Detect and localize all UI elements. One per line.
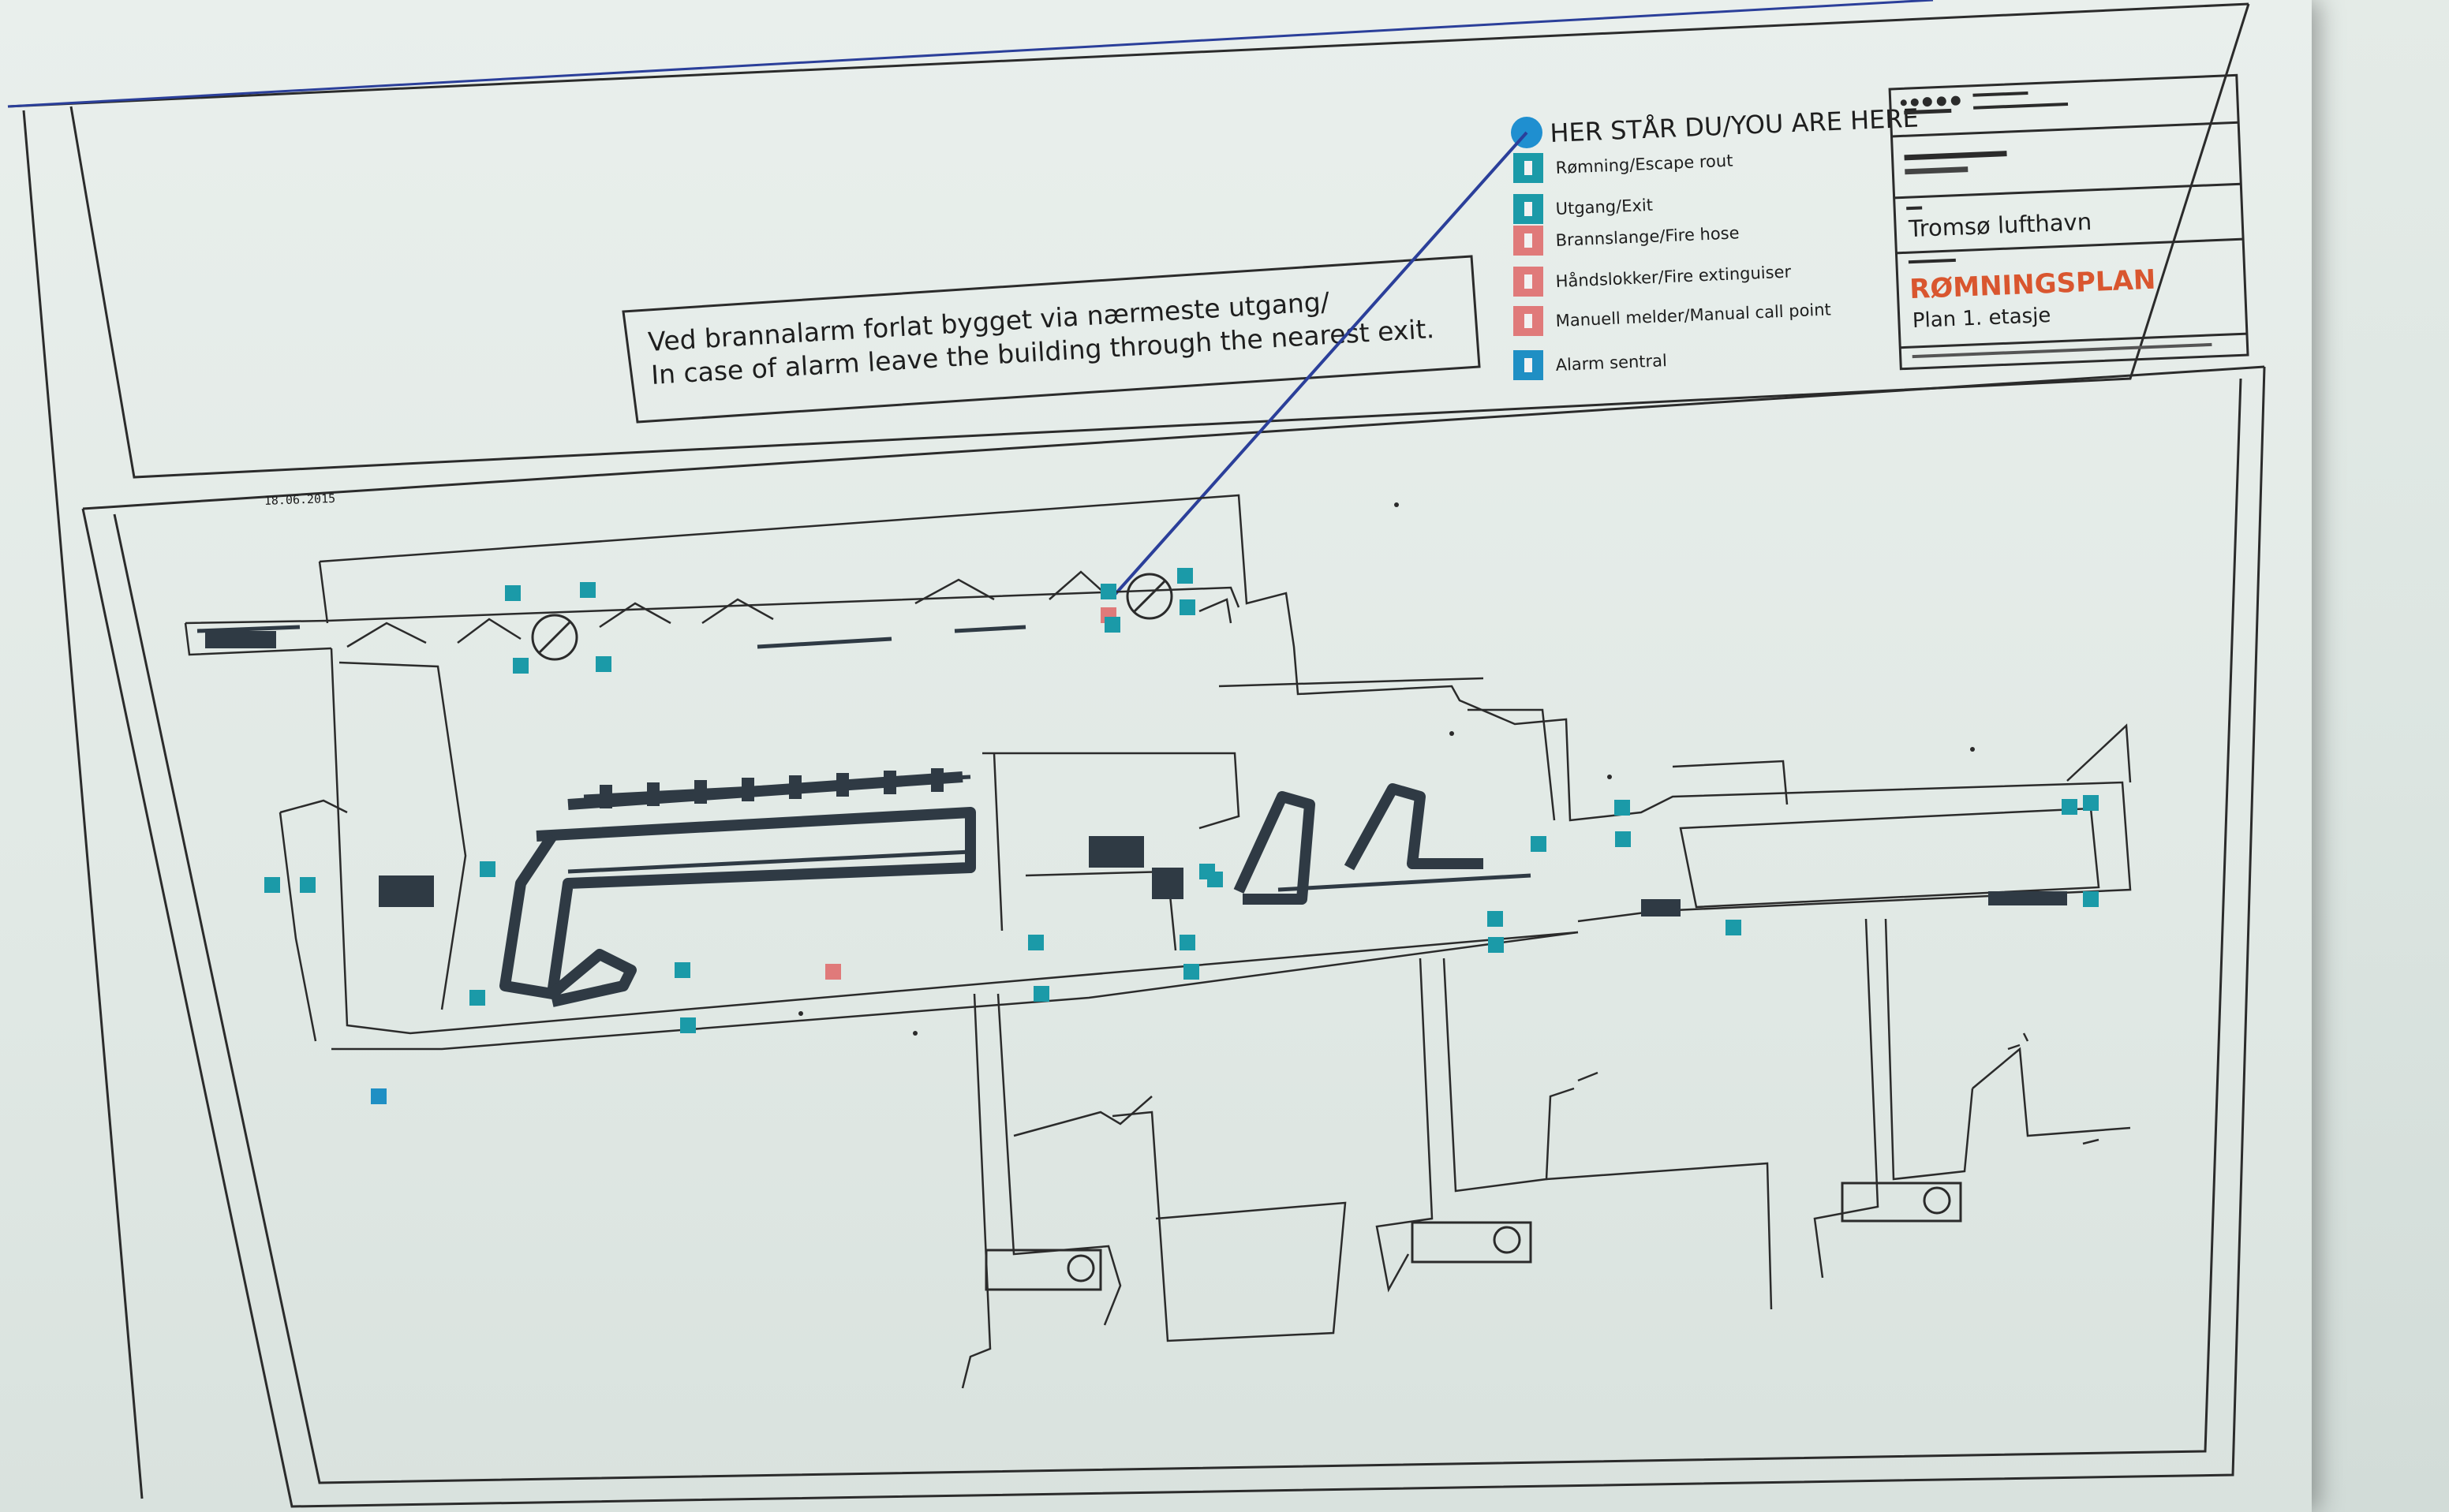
plan-title: RØMNINGSPLAN: [1909, 264, 2157, 305]
exit-marker: [1207, 872, 1223, 887]
exit-marker: [596, 656, 611, 672]
counter-blocks: [205, 631, 2067, 917]
legend-item-label: Utgang/Exit: [1555, 196, 1653, 218]
drawing-reference: 18.06.2015: [264, 491, 336, 508]
exit-marker: [1034, 986, 1049, 1002]
exit-marker: [480, 861, 495, 877]
exit-marker: [580, 582, 596, 598]
exit-marker: [1180, 935, 1195, 950]
evacuation-plan-sheet: Ved brannalarm forlat bygget via nærmest…: [0, 0, 2312, 1512]
exit-marker: [1028, 935, 1044, 950]
you-are-here-pointer: [1112, 131, 1528, 597]
top-border-line: [7, 0, 1934, 108]
legend-item-label: Rømning/Escape rout: [1555, 151, 1733, 177]
exit-marker: [1614, 800, 1630, 816]
legend: HER STÅR DU/YOU ARE HERE Rømning/Escape …: [1511, 103, 1919, 380]
exit-marker: [1101, 584, 1116, 599]
exit-marker: [680, 1017, 696, 1033]
exit-marker: [2083, 795, 2099, 811]
place-name: Tromsø lufthavn: [1908, 208, 2092, 242]
exit-marker: [1183, 964, 1199, 980]
floor-plan-drawing: Ved brannalarm forlat bygget via nærmest…: [7, 0, 2266, 1508]
entrance-canopies: [346, 570, 1232, 648]
legend-item: Utgang/Exit: [1513, 194, 1653, 224]
exit-marker: [2062, 799, 2077, 815]
plan-subtitle: Plan 1. etasje: [1912, 304, 2051, 333]
exit-marker: [1177, 568, 1193, 584]
terminal-floor-plan: [184, 494, 2132, 1389]
exit-marker: [1488, 937, 1504, 953]
check-in-counters: [196, 625, 1531, 892]
legend-item: Håndslokker/Fire extinguiser: [1513, 261, 1792, 297]
exit-marker: [505, 585, 521, 601]
exit-marker: [513, 658, 529, 674]
company-logo-icon: [1900, 91, 2069, 115]
revolving-doors: [531, 573, 1173, 661]
exit-marker: [371, 1088, 387, 1104]
exit-marker: [1105, 617, 1120, 633]
legend-item-label: Manuell melder/Manual call point: [1555, 300, 1831, 330]
legend-item: Alarm sentral: [1513, 350, 1667, 380]
gate-bridges: [985, 1182, 1962, 1291]
exit-marker: [1531, 836, 1546, 852]
exit-marker: [469, 990, 485, 1006]
title-block: Tromsø lufthavn RØMNINGSPLAN Plan 1. eta…: [1888, 73, 2249, 371]
exit-marker: [1180, 599, 1195, 615]
exit-marker: [1615, 831, 1631, 847]
legend-item-label: Brannslange/Fire hose: [1555, 223, 1740, 250]
drawing-specks: [798, 502, 1975, 1036]
you-are-here-label: HER STÅR DU/YOU ARE HERE: [1550, 103, 1920, 148]
alarm-notice: Ved brannalarm forlat bygget via nærmest…: [622, 255, 1481, 424]
project-label-redacted: [1904, 151, 2007, 161]
baggage-conveyors: [499, 771, 1483, 1007]
exit-marker: [264, 877, 280, 893]
legend-item-label: Alarm sentral: [1555, 351, 1667, 375]
legend-item: Brannslange/Fire hose: [1513, 223, 1740, 256]
exit-marker: [1487, 911, 1503, 927]
exit-marker: [1726, 920, 1741, 935]
exit-marker: [300, 877, 316, 893]
legend-item-label: Håndslokker/Fire extinguiser: [1555, 261, 1792, 290]
fire-equipment-marker: [825, 964, 841, 980]
exit-marker: [2083, 891, 2099, 907]
legend-item: Rømning/Escape rout: [1513, 151, 1733, 183]
exit-marker: [675, 962, 690, 978]
sheet-frame: [7, 2, 2266, 1508]
legend-item: Manuell melder/Manual call point: [1513, 300, 1831, 336]
